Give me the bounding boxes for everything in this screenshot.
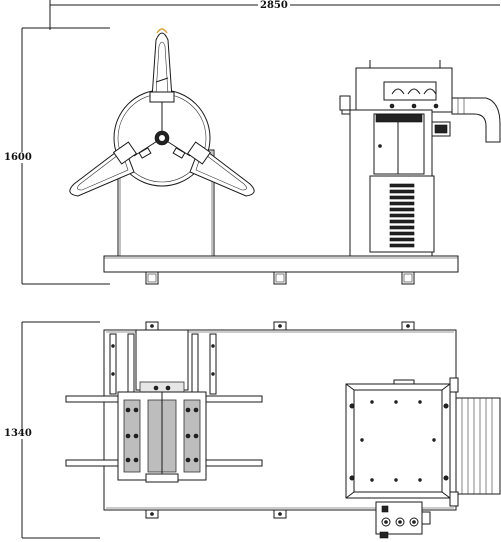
electrical-box bbox=[373, 113, 425, 175]
uncoiler-housing bbox=[135, 329, 189, 391]
vent-slats bbox=[389, 183, 415, 248]
dimension-label-height: 1600 bbox=[2, 152, 34, 163]
dimension-label-length: 2850 bbox=[258, 0, 290, 11]
side-base-frame bbox=[103, 255, 459, 273]
dimension-label-width: 1340 bbox=[2, 428, 34, 439]
side-view bbox=[69, 28, 501, 285]
side-foot bbox=[273, 271, 287, 285]
ribbed-unit bbox=[455, 397, 501, 495]
side-foot bbox=[145, 271, 159, 285]
hydraulic-pipe bbox=[451, 97, 501, 143]
top-view bbox=[65, 321, 501, 539]
side-foot bbox=[401, 271, 415, 285]
mandrel-bolts bbox=[125, 385, 199, 463]
mandrel-arm-top bbox=[151, 32, 173, 99]
